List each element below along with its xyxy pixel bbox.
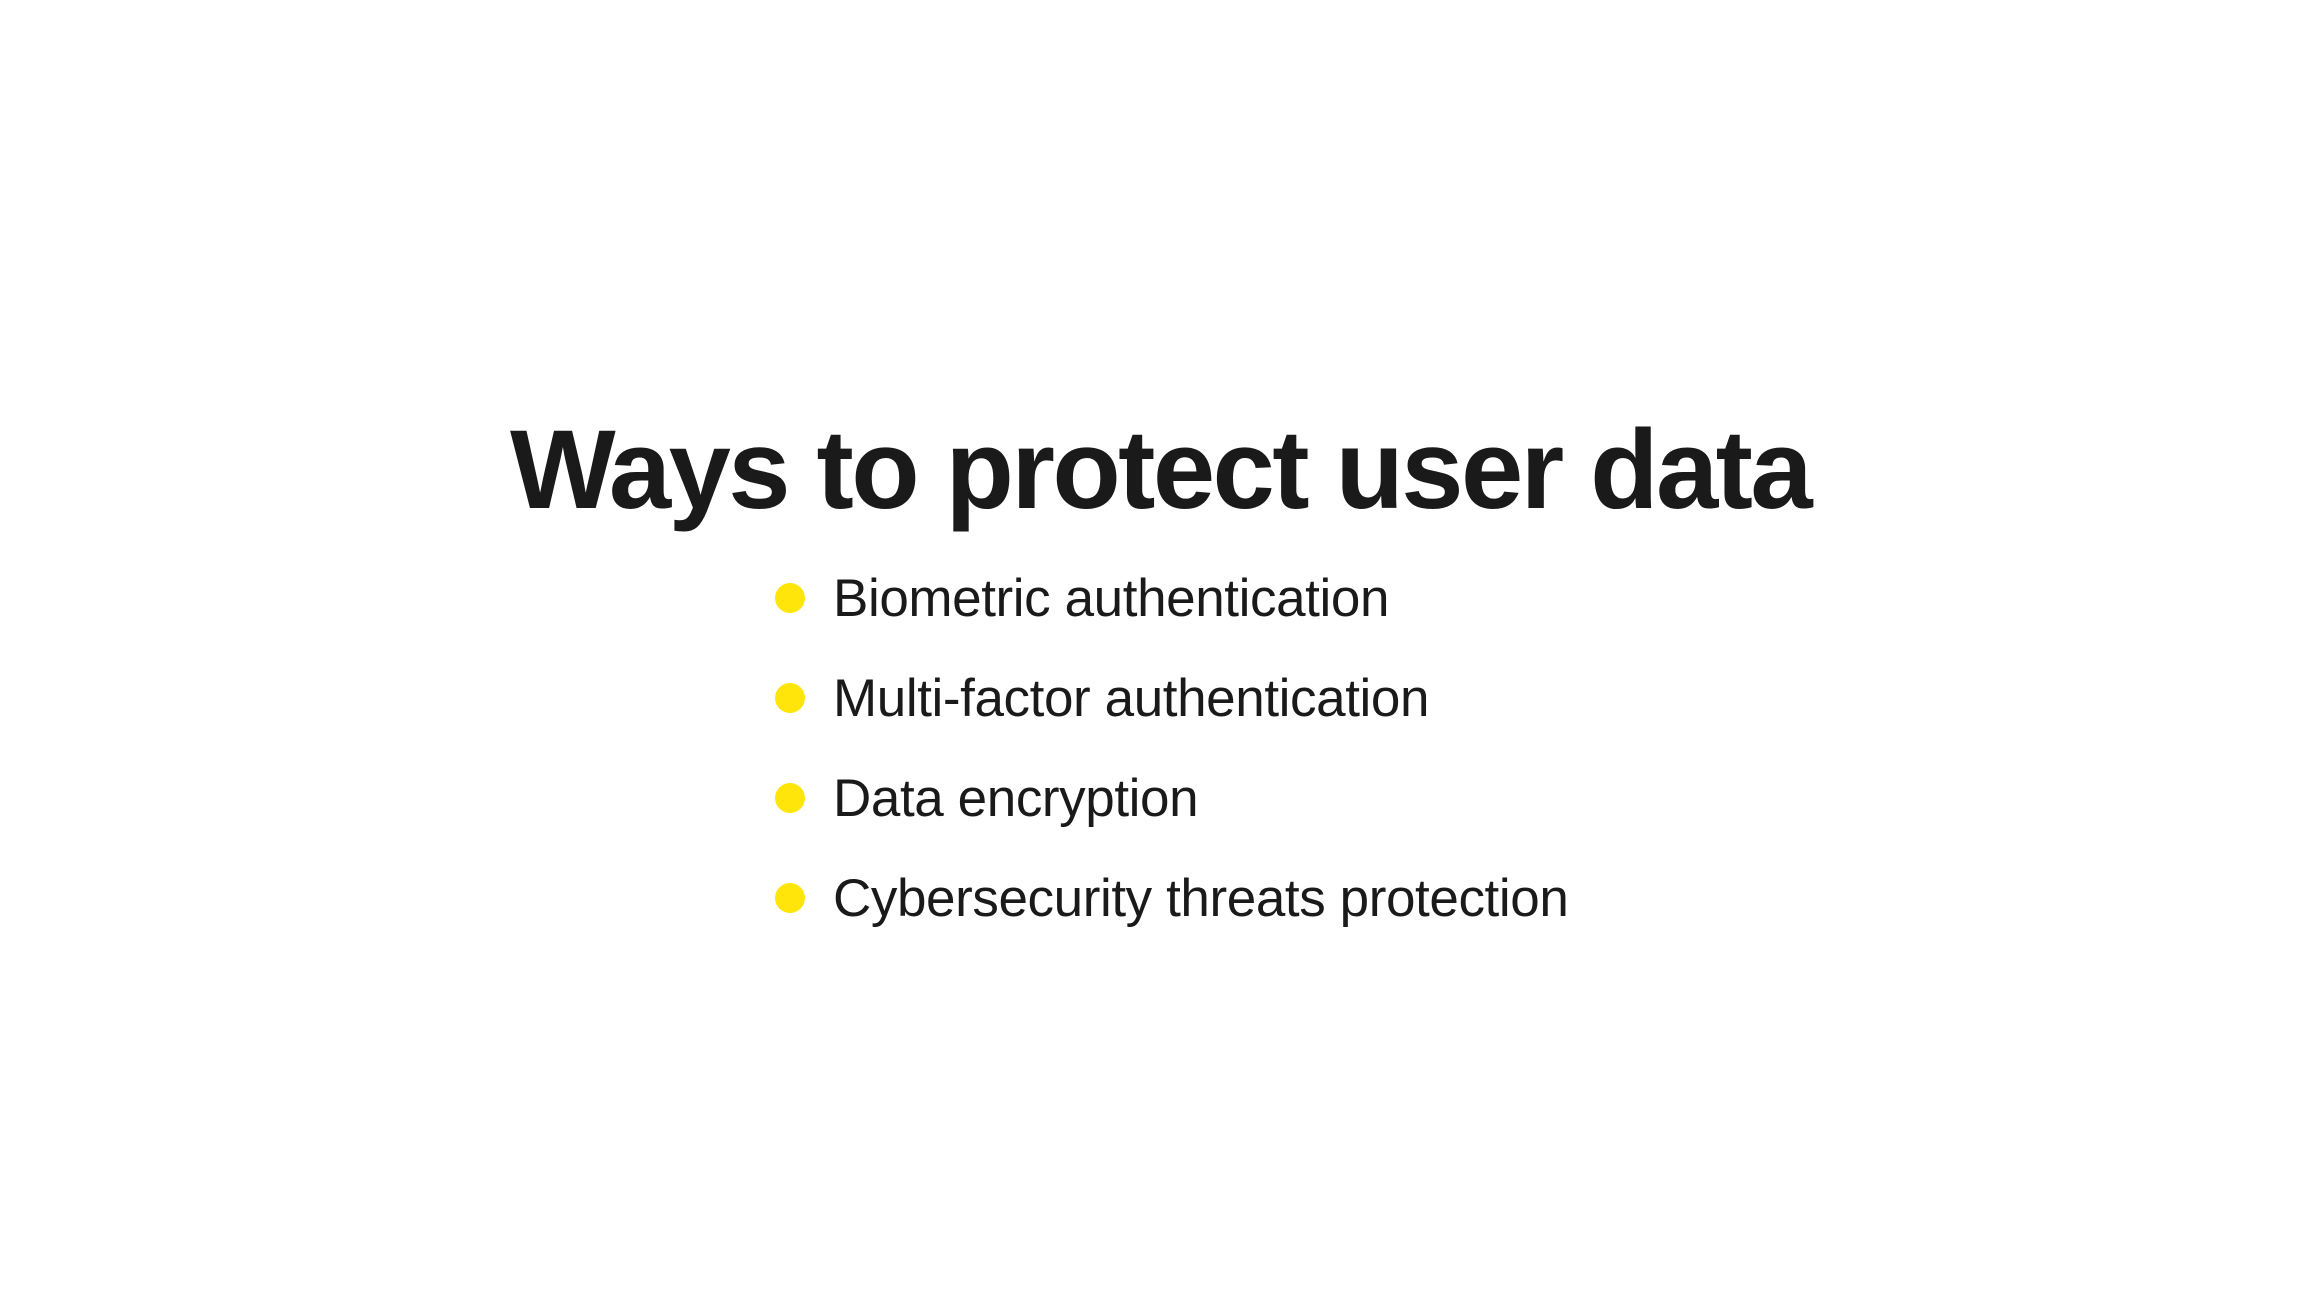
list-item: Cybersecurity threats protection xyxy=(775,848,1569,948)
list-item-label: Data encryption xyxy=(833,768,1199,828)
list-item-label: Biometric authentication xyxy=(833,568,1390,628)
list-item: Biometric authentication xyxy=(775,548,1568,648)
bullet-dot-icon xyxy=(775,883,805,913)
bullet-dot-icon xyxy=(775,683,805,713)
list-item-label: Multi-factor authentication xyxy=(833,668,1430,728)
list-item: Data encryption xyxy=(775,748,1568,848)
bullet-list: Biometric authentication Multi-factor au… xyxy=(775,548,1569,948)
bullet-dot-icon xyxy=(775,783,805,813)
list-item-label: Cybersecurity threats protection xyxy=(833,868,1569,928)
bullet-dot-icon xyxy=(775,583,805,613)
page-title: Ways to protect user data xyxy=(509,407,1813,533)
list-item: Multi-factor authentication xyxy=(775,648,1568,748)
